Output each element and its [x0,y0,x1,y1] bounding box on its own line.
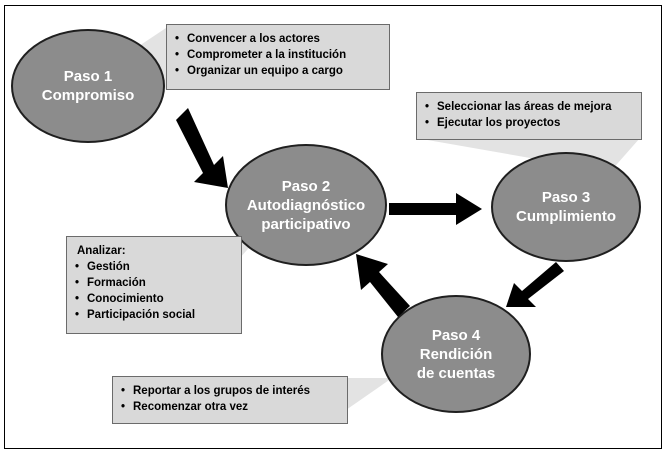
callout-paso4 [346,378,392,410]
ellipse-paso4 [381,295,531,413]
list-item: Gestión [73,259,235,275]
box-heading: Analizar: [77,245,126,257]
ellipse-paso2 [225,144,387,266]
step-label-paso1: Paso 1 Compromiso [18,44,158,128]
step-label-paso3: Paso 3 Cumplimiento [494,166,638,248]
step-title: Paso 3 [541,189,591,206]
list-item: Conocimiento [73,291,235,307]
step-label-paso4: Paso 4 Rendición de cuentas [384,308,528,400]
box-paso3: Seleccionar las áreas de mejora Ejecutar… [416,92,642,140]
step-title: Paso 4 [431,326,481,344]
step-name: Rendición [419,345,493,363]
step-title: Paso 2 [281,177,331,195]
step-label-paso2: Paso 2 Autodiagnóstico participativo [228,160,384,250]
list-item: Ejecutar los proyectos [423,115,635,131]
ellipse-paso1 [11,29,165,143]
step-name-cont: participativo [261,215,351,233]
step-title: Paso 1 [63,68,113,85]
arrow-paso3-to-paso4 [506,262,564,307]
box-paso1: Convencer a los actores Comprometer a la… [166,24,390,90]
step-name: Autodiagnóstico [246,196,366,214]
step-name: Compromiso [41,87,135,104]
list-item: Seleccionar las áreas de mejora [423,99,635,115]
list-item: Organizar un equipo a cargo [173,63,383,79]
step-name: Cumplimiento [516,208,616,225]
arrow-paso2-to-paso3 [389,193,482,225]
arrow-paso1-to-paso2 [176,108,228,188]
box-paso2: Analizar: Gestión Formación Conocimiento… [66,236,242,334]
list-item: Participación social [73,307,235,323]
list-item: Formación [73,275,235,291]
box-paso4: Reportar a los grupos de interés Recomen… [112,376,348,424]
list-item: Comprometer a la institución [173,47,383,63]
step-name-cont: de cuentas [416,364,496,382]
list-item: Reportar a los grupos de interés [119,383,341,399]
list-item: Convencer a los actores [173,31,383,47]
arrow-paso4-to-paso2 [356,254,410,317]
list-item: Recomenzar otra vez [119,399,341,415]
ellipse-paso3 [491,152,641,262]
